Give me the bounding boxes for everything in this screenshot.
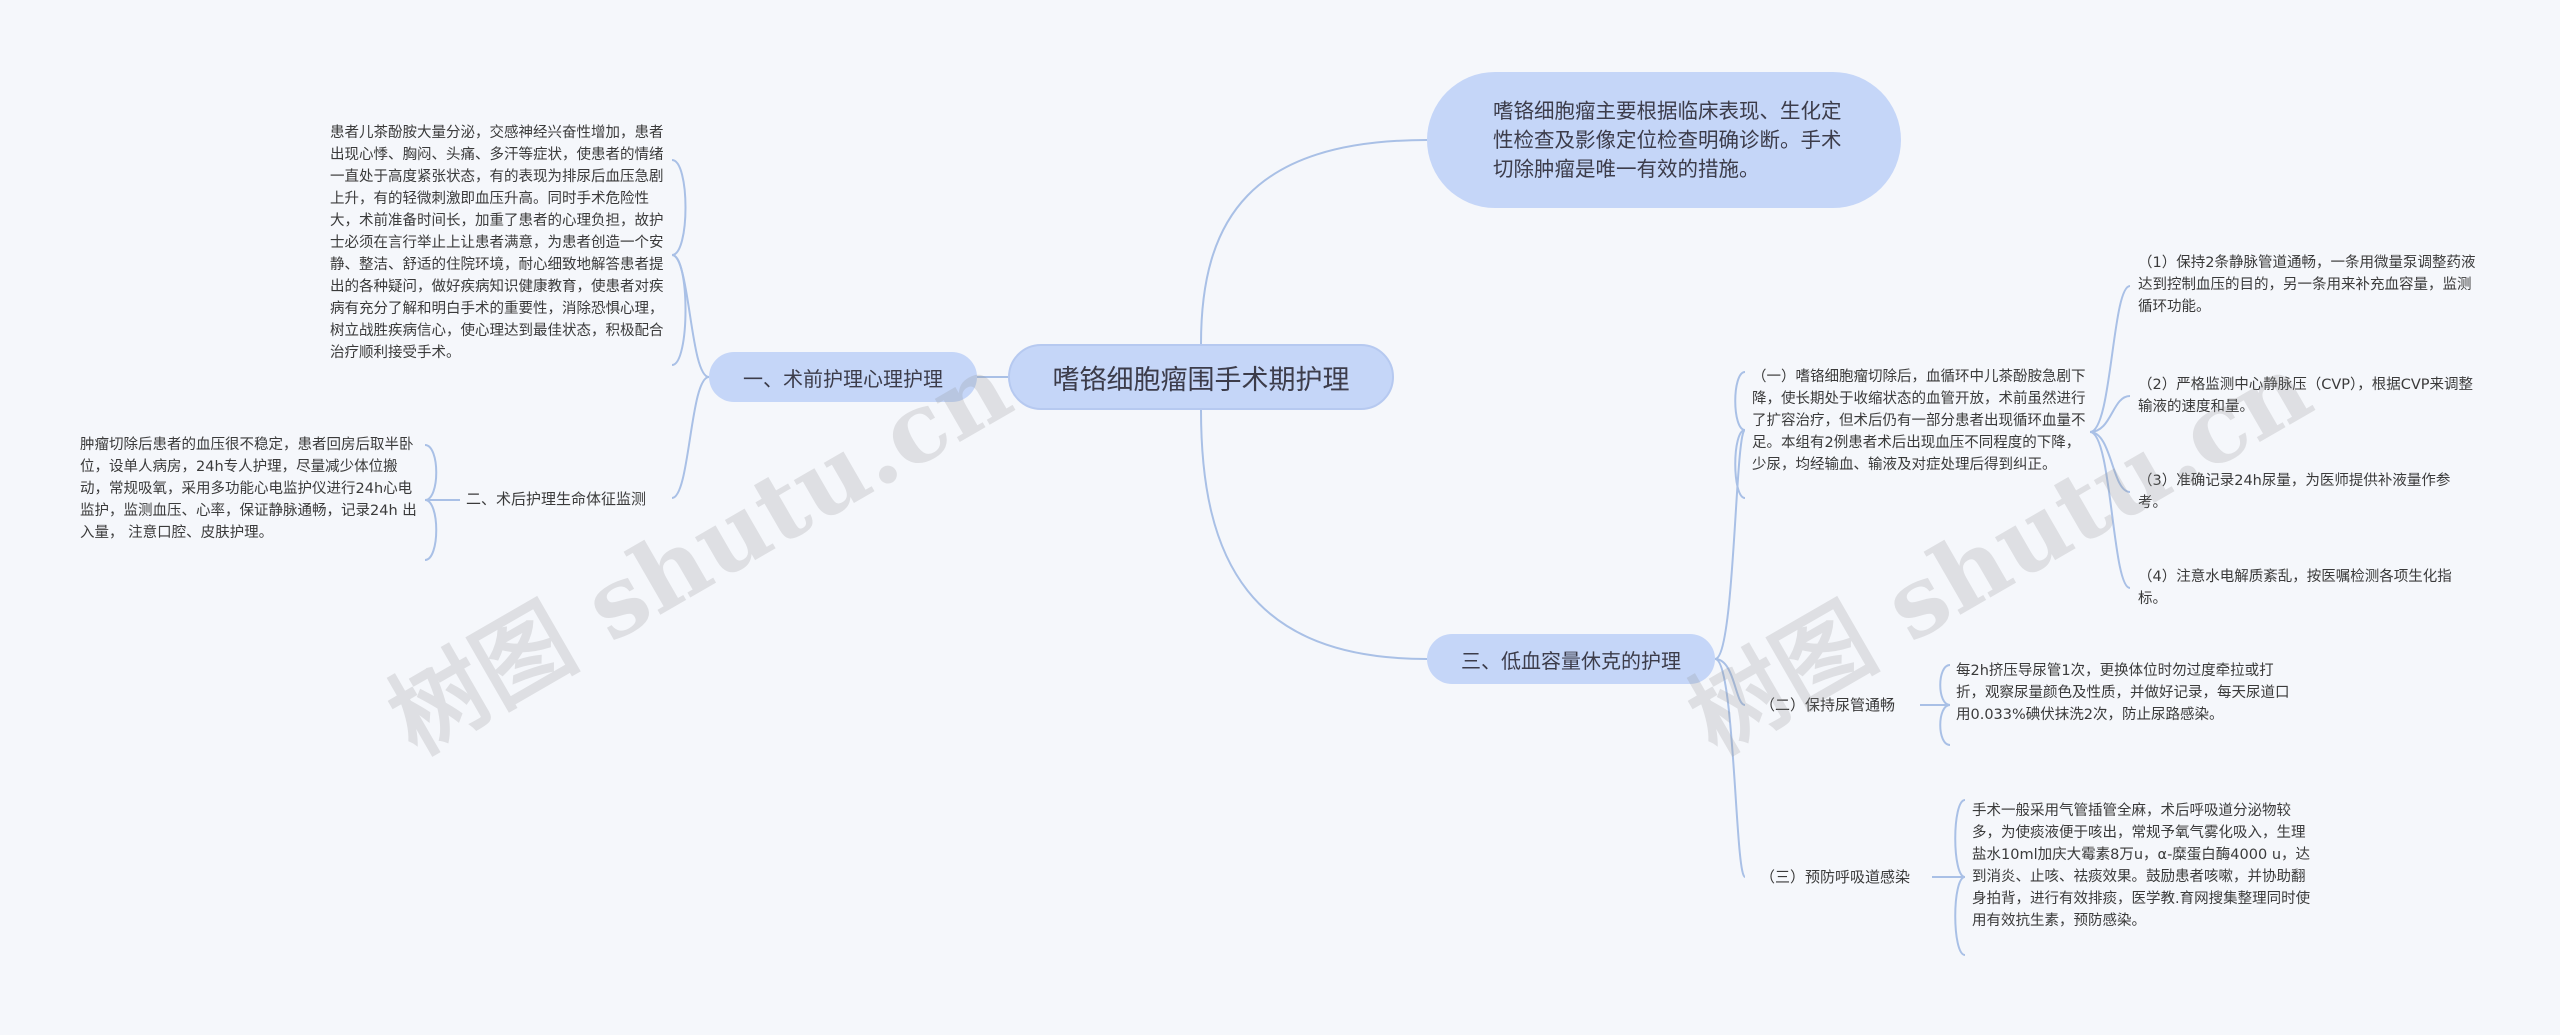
shock-item3-title: （三）预防呼吸道感染 [1760,868,1911,886]
root-topic[interactable]: 嗜铬细胞瘤围手术期护理 [1008,344,1394,410]
branch-hypovolemic-shock[interactable]: 三、低血容量休克的护理 [1427,634,1715,684]
link-root-intro [1200,139,1428,345]
link-right-item3 [1714,658,1746,878]
intro-note[interactable]: 嗜铬细胞瘤主要根据临床表现、生化定性检查及影像定位检查明确诊断。手术切除肿瘤是唯… [1427,72,1901,208]
step-1[interactable]: （1）保持2条静脉管道通畅，一条用微量泵调整药液达到控制血压的目的，另一条用来补… [2138,252,2478,318]
shock-item3-detail[interactable]: 手术一般采用气管插管全麻，术后呼吸道分泌物较多，为使痰液便于咳出，常规予氧气雾化… [1972,800,2312,932]
link-item1-steps [2089,285,2131,589]
postop-detail[interactable]: 肿瘤切除后患者的血压很不稳定，患者回房后取半卧位，设单人病房，24h专人护理，尽… [80,434,422,544]
link-left-detail [671,254,710,378]
branch-preop-psych[interactable]: 一、术前护理心理护理 [709,352,977,402]
shock-item1-detail[interactable]: （一）嗜铬细胞瘤切除后，血循环中儿茶酚胺急剧下降，使长期处于收缩状态的血管开放，… [1752,366,2090,476]
link-left-sub [671,376,710,499]
shock-item3[interactable]: （三）预防呼吸道感染 [1760,866,1910,887]
shock-item1-text: （一）嗜铬细胞瘤切除后，血循环中儿茶酚胺急剧下降，使长期处于收缩状态的血管开放，… [1752,369,2086,473]
preop-detail-text: 患者儿茶酚胺大量分泌，交感神经兴奋性增加，患者出现心悸、胸闷、头痛、多汗等症状，… [330,125,664,361]
shock-item2[interactable]: （二）保持尿管通畅 [1760,694,1895,715]
link-right-item2 [1714,658,1746,706]
branch-postop-vitals[interactable]: 二、术后护理生命体征监测 [466,488,646,509]
step-4[interactable]: （4）注意水电解质紊乱，按医嘱检测各项生化指标。 [2138,566,2478,610]
postop-title: 二、术后护理生命体征监测 [466,490,647,508]
step-3-text: （3）准确记录24h尿量，为医师提供补液量作参考。 [2138,473,2451,511]
intro-text: 嗜铬细胞瘤主要根据临床表现、生化定性检查及影像定位检查明确诊断。手术切除肿瘤是唯… [1493,98,1842,181]
root-title: 嗜铬细胞瘤围手术期护理 [1052,364,1350,396]
bracket-leftsub [424,444,438,561]
step-2[interactable]: （2）严格监测中心静脉压（CVP），根据CVP来调整输液的速度和量。 [2138,374,2478,418]
step-4-text: （4）注意水电解质紊乱，按医嘱检测各项生化指标。 [2138,569,2452,607]
link-root-branch-right [1200,409,1428,660]
shock-item2-detail[interactable]: 每2h挤压导尿管1次，更换体位时勿过度牵拉或打折，观察尿量颜色及性质，并做好记录… [1956,660,2296,726]
shock-item2-text: 每2h挤压导尿管1次，更换体位时勿过度牵拉或打折，观察尿量颜色及性质，并做好记录… [1956,663,2290,723]
branch-preop-title: 一、术前护理心理护理 [743,366,943,391]
step-3[interactable]: （3）准确记录24h尿量，为医师提供补液量作参考。 [2138,470,2478,514]
step-1-text: （1）保持2条静脉管道通畅，一条用微量泵调整药液达到控制血压的目的，另一条用来补… [2138,255,2476,315]
bracket-left-detail [671,159,687,366]
step-2-text: （2）严格监测中心静脉压（CVP），根据CVP来调整输液的速度和量。 [2138,377,2474,415]
bracket-item1 [1734,371,1746,499]
link-right-spine [1714,429,1746,660]
preop-detail[interactable]: 患者儿茶酚胺大量分泌，交感神经兴奋性增加，患者出现心悸、胸闷、头痛、多汗等症状，… [330,122,670,364]
bracket-item2 [1939,664,1951,746]
shock-item2-title: （二）保持尿管通畅 [1760,696,1896,714]
shock-item3-text: 手术一般采用气管插管全麻，术后呼吸道分泌物较多，为使痰液便于咳出，常规予氧气雾化… [1972,803,2311,929]
bracket-item3 [1954,799,1966,956]
branch-shock-title: 三、低血容量休克的护理 [1461,648,1681,673]
postop-detail-text: 肿瘤切除后患者的血压很不稳定，患者回房后取半卧位，设单人病房，24h专人护理，尽… [80,437,417,541]
